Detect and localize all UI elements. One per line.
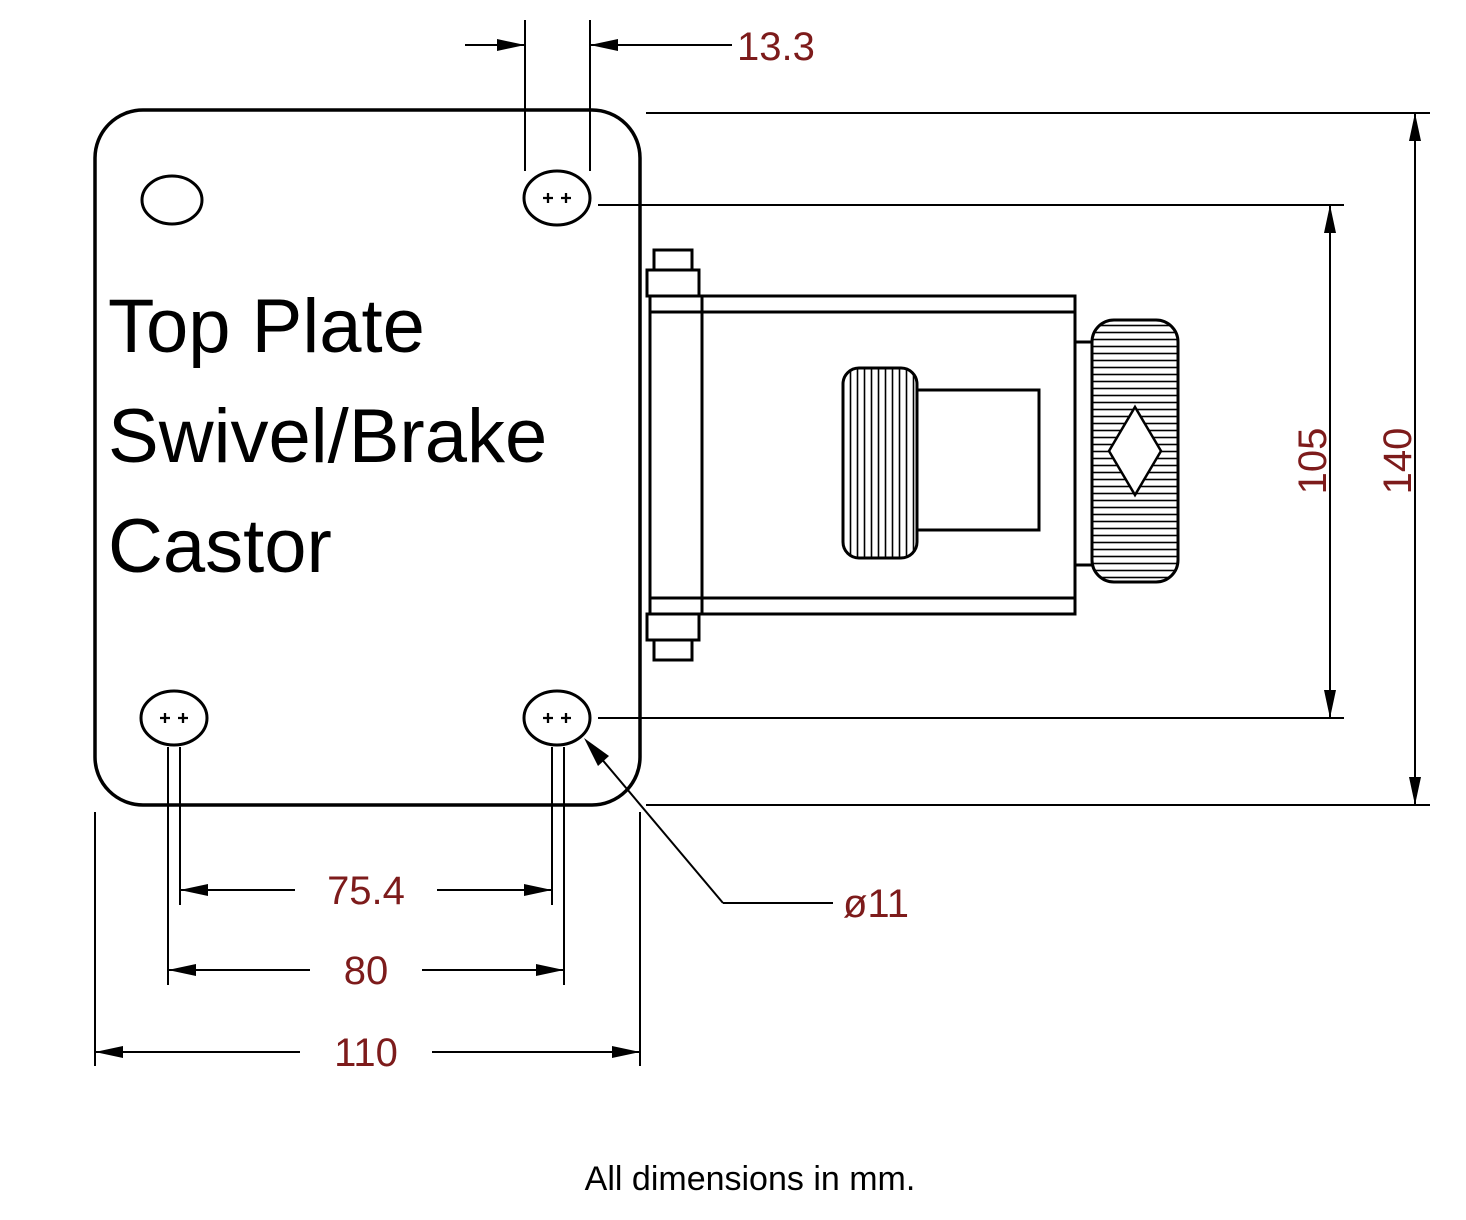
arrowhead-down-icon: [1409, 777, 1421, 805]
title-line-3: Castor: [108, 504, 332, 589]
side-view-castor: [645, 248, 1180, 662]
dimension-plate-width: [94, 812, 641, 1066]
leader-line: [599, 756, 724, 904]
leader-hole-diameter: [584, 738, 833, 904]
arrowhead-up-icon: [1324, 205, 1336, 233]
arrowhead-left-icon: [590, 39, 618, 51]
dim-75-4-label: 75.4: [327, 869, 405, 913]
brake-pedal: [841, 366, 919, 560]
top-plate-plan-view: [93, 108, 642, 807]
dim-110-label: 110: [334, 1031, 398, 1075]
dim-80-label: 80: [344, 949, 389, 993]
arrowhead-left-icon: [180, 884, 208, 896]
mounting-holes: [139, 169, 592, 747]
arrowhead-down-icon: [1324, 690, 1336, 718]
dim-105-label: 105: [1291, 428, 1335, 495]
dim-140-label: 140: [1376, 428, 1420, 495]
title-line-1: Top Plate: [108, 284, 425, 369]
hole-top-left: [140, 174, 204, 226]
units-note: All dimensions in mm.: [585, 1160, 916, 1198]
dim-13-3-label: 13.3: [737, 25, 815, 69]
top-plate-outline: [93, 108, 642, 807]
arrowhead-right-icon: [524, 884, 552, 896]
wheel-hub-diamond: [1107, 404, 1163, 498]
stem-nut-bottom-large: [645, 612, 701, 642]
arrowhead-leader-icon: [584, 738, 609, 766]
arrowhead-left-icon: [168, 964, 196, 976]
hole-bottom-right-centermarks: [543, 713, 571, 723]
hole-bottom-left: [139, 689, 209, 747]
hole-top-right-centermarks: [543, 193, 571, 203]
swivel-leg: [915, 388, 1041, 532]
hole-diameter-label: ø11: [843, 882, 909, 926]
stem-nut-bottom-small: [652, 638, 694, 662]
dimension-hole-spacing-outer: [168, 964, 564, 976]
hole-bottom-right: [522, 689, 592, 747]
arrowhead-right-icon: [497, 39, 525, 51]
arrowhead-right-icon: [536, 964, 564, 976]
hole-bottom-left-centermarks: [160, 713, 188, 723]
dimension-hole-spacing-inner: [167, 747, 565, 985]
title-line-2: Swivel/Brake: [108, 394, 547, 479]
stem-nut-top-small: [652, 248, 694, 272]
arrowhead-right-icon: [612, 1046, 640, 1058]
arrowhead-up-icon: [1409, 113, 1421, 141]
hole-top-right: [522, 169, 592, 227]
dimension-hole-spacing-vertical: [598, 204, 1344, 719]
dimension-plate-length: [646, 112, 1430, 806]
drawing-title: Top Plate Swivel/Brake Castor: [108, 284, 547, 589]
stem-nut-top-large: [645, 268, 701, 298]
dimension-slot-width: [465, 20, 732, 171]
arrowhead-left-icon: [95, 1046, 123, 1058]
